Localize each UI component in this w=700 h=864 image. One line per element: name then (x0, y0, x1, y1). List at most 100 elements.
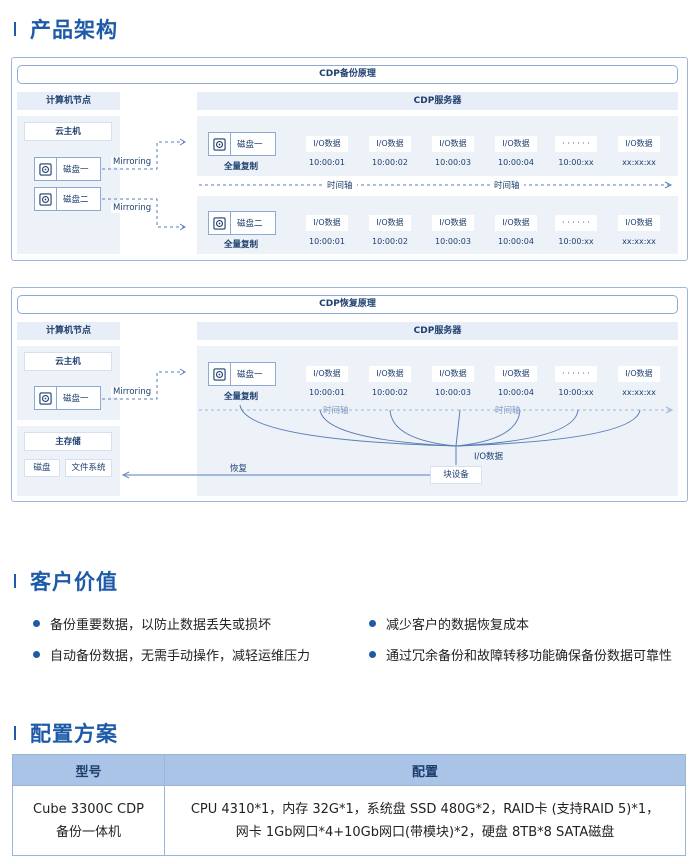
backup-timeline-arrow (199, 181, 673, 189)
section-title-text: 配置方案 (30, 722, 118, 746)
header-model: 型号 (12, 754, 165, 786)
backup-mirroring-arrows (102, 138, 186, 231)
backup-server-disk-1: 磁盘一 (208, 132, 276, 156)
cell-model: Cube 3300C CDP 备份一体机 (12, 785, 165, 856)
timestamp: xx:xx:xx (622, 158, 656, 167)
disk-icon (35, 387, 57, 409)
timestamp: 10:00:01 (309, 158, 345, 167)
io-box: I/O数据 (495, 215, 537, 231)
config-line-2: 网卡 1Gb网口*4+10Gb网口(带模块)*2，硬盘 8TB*8 SATA磁盘 (235, 824, 615, 840)
section-title-architecture: 产品架构 (14, 14, 118, 44)
restore-mirroring-arrow (102, 368, 186, 400)
timeline-label: 时间轴 (490, 179, 524, 191)
timeline-label: 时间轴 (495, 406, 521, 416)
disk-label: 磁盘一 (63, 165, 89, 175)
section-marker (14, 574, 16, 588)
section-title-text: 产品架构 (30, 18, 118, 42)
section-marker (14, 726, 16, 740)
backup-mirroring-label-1: Mirroring (111, 157, 154, 167)
disk-icon (35, 158, 57, 180)
io-box-ellipsis: · · · · · · (555, 215, 597, 231)
timestamp: 10:00:02 (372, 388, 408, 397)
disk-label: 磁盘二 (237, 219, 263, 229)
restore-disk-1: 磁盘一 (34, 386, 101, 410)
backup-disk-1: 磁盘一 (34, 157, 101, 181)
disk-label: 磁盘一 (237, 140, 263, 150)
io-box: I/O数据 (306, 136, 348, 152)
timestamp: xx:xx:xx (622, 237, 656, 246)
timestamp: 10:00:01 (309, 388, 345, 397)
timestamp: 10:00:04 (498, 158, 534, 167)
config-table: 型号 配置 Cube 3300C CDP 备份一体机 CPU 4310*1，内存… (12, 754, 686, 856)
section-title-text: 客户价值 (30, 570, 118, 594)
io-box: I/O数据 (432, 366, 474, 382)
backup-cdp-server-header: CDP服务器 (197, 92, 678, 110)
cell-config: CPU 4310*1，内存 32G*1，系统盘 SSD 480G*2，RAID卡… (164, 785, 686, 856)
io-box: I/O数据 (369, 136, 411, 152)
bullet-dot (369, 651, 376, 658)
value-item: 减少客户的数据恢复成本 (369, 614, 529, 633)
timestamp: 10:00:xx (558, 388, 594, 397)
io-box: I/O数据 (306, 215, 348, 231)
backup-full-copy-2: 全量复制 (224, 240, 259, 250)
backup-server-disk-2: 磁盘二 (208, 211, 276, 235)
disk-label: 磁盘一 (237, 370, 263, 380)
bullet-dot (33, 651, 40, 658)
model-line-1: Cube 3300C CDP (33, 801, 144, 817)
io-box: I/O数据 (495, 366, 537, 382)
restore-cloud-host: 云主机 (24, 352, 112, 371)
value-text: 减少客户的数据恢复成本 (386, 618, 530, 633)
io-box: I/O数据 (618, 366, 660, 382)
bullet-dot (33, 620, 40, 627)
value-text: 备份重要数据，以防止数据丢失或损坏 (50, 618, 272, 633)
config-line-1: CPU 4310*1，内存 32G*1，系统盘 SSD 480G*2，RAID卡… (190, 801, 660, 817)
disk-label: 磁盘一 (63, 394, 89, 404)
restore-cdp-server-header: CDP服务器 (197, 322, 678, 340)
value-item: 自动备份数据，无需手动操作，减轻运维压力 (33, 645, 310, 664)
disk-icon (209, 133, 231, 155)
table-header-row: 型号 配置 (12, 754, 686, 786)
timestamp: 10:00:xx (558, 158, 594, 167)
timestamp: 10:00:03 (435, 388, 471, 397)
restore-mirroring-label: Mirroring (111, 387, 154, 397)
io-box: I/O数据 (306, 366, 348, 382)
backup-mirroring-label-2: Mirroring (111, 203, 154, 213)
timestamp: 10:00:04 (498, 388, 534, 397)
timestamp: 10:00:02 (372, 158, 408, 167)
timestamp: 10:00:03 (435, 237, 471, 246)
backup-full-copy-1: 全量复制 (224, 162, 259, 172)
io-box: I/O数据 (369, 366, 411, 382)
timestamp: 10:00:xx (558, 237, 594, 246)
bullet-dot (369, 620, 376, 627)
section-title-config: 配置方案 (14, 718, 118, 748)
value-text: 自动备份数据，无需手动操作，减轻运维压力 (50, 649, 311, 664)
backup-title: CDP备份原理 (17, 65, 678, 84)
timestamp: xx:xx:xx (622, 388, 656, 397)
backup-disk-2: 磁盘二 (34, 187, 101, 211)
disk-icon (209, 363, 231, 385)
restore-full-copy: 全量复制 (224, 392, 259, 402)
model-line-2: 备份一体机 (55, 824, 121, 840)
io-box: I/O数据 (369, 215, 411, 231)
timeline-label: 时间轴 (323, 406, 349, 416)
section-title-value: 客户价值 (14, 566, 118, 596)
io-box: I/O数据 (432, 136, 474, 152)
restore-flow-lines (121, 404, 674, 479)
restore-io-merge-label: I/O数据 (474, 452, 504, 462)
table-row: Cube 3300C CDP 备份一体机 CPU 4310*1，内存 32G*1… (12, 785, 686, 856)
restore-main-storage: 主存储 (24, 432, 112, 451)
timestamp: 10:00:02 (372, 237, 408, 246)
timestamp: 10:00:03 (435, 158, 471, 167)
restore-arrow-label: 恢复 (230, 464, 248, 474)
value-text: 通过冗余备份和故障转移功能确保备份数据可靠性 (386, 649, 673, 664)
section-marker (14, 22, 16, 36)
backup-compute-node-header: 计算机节点 (17, 92, 120, 110)
restore-title: CDP恢复原理 (17, 295, 678, 314)
disk-label: 磁盘二 (63, 195, 89, 205)
io-box: I/O数据 (495, 136, 537, 152)
timestamp: 10:00:04 (498, 237, 534, 246)
timeline-label: 时间轴 (323, 179, 357, 191)
value-item: 通过冗余备份和故障转移功能确保备份数据可靠性 (369, 645, 672, 664)
io-box: I/O数据 (618, 136, 660, 152)
io-box: I/O数据 (432, 215, 474, 231)
